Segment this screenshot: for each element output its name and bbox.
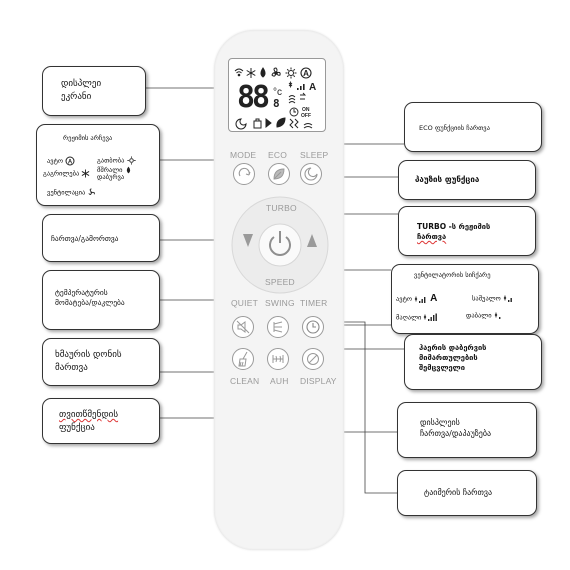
- callout-timer-label: ტაიმერის ჩართვა: [424, 488, 493, 497]
- broom-icon: [238, 351, 248, 367]
- temp-down-icon[interactable]: [243, 234, 253, 247]
- callout-turbo-line1: TURBO -ს რეჟიმის: [417, 222, 491, 231]
- fan-auto-bars-icon: [414, 296, 426, 303]
- display-off-icon: [307, 353, 319, 365]
- callout-display-toggle-line2: ჩართვა/დაპაუზება: [420, 429, 492, 439]
- callout-air-flow: ჰაერის დაბერვის მიმართულების შემცვლელი: [404, 334, 542, 390]
- swing-button[interactable]: [267, 316, 289, 338]
- lcd-screen: A 88 °c 8 A ON OFF: [228, 58, 326, 132]
- auh-label: AUH: [270, 376, 289, 386]
- swing-label: SWING: [265, 298, 295, 308]
- callout-mode-selection: რეჟიმის არჩევა ავტო A გათბობა გაგრილება …: [36, 124, 160, 206]
- callout-display-toggle: დისპლეის ჩართვა/დაპაუზება: [397, 402, 537, 458]
- turbo-label[interactable]: TURBO: [266, 203, 297, 213]
- callout-self-clean-line1: თვითწმენდის: [59, 410, 119, 420]
- eco-button[interactable]: [268, 163, 290, 185]
- callout-quiet-line2: მართვა: [55, 362, 88, 373]
- callout-display-toggle-line1: დისპლეის: [420, 418, 460, 427]
- callout-eco-label: ECO ფუნქციის ჩართვა: [419, 124, 490, 132]
- fan-speed-medium-label: საშუალო: [472, 294, 501, 303]
- dpad[interactable]: [229, 196, 331, 296]
- swing-icon: [273, 321, 283, 333]
- auto-mode-icon: A: [65, 156, 75, 166]
- callout-display-screen-line2: ეკრანი: [61, 91, 92, 102]
- mode-dry-label: მშრალი: [97, 166, 123, 174]
- lcd-unit: °c: [273, 87, 282, 98]
- leaf-icon: [273, 168, 285, 180]
- timer-label: TIMER: [300, 298, 328, 308]
- callout-temp-adjust-line2: მომატება/დაკლება: [55, 298, 125, 308]
- mute-speaker-icon: [236, 320, 250, 334]
- sun-icon: [126, 156, 136, 165]
- callout-on-off-label: ჩართვა/გამორთვა: [51, 234, 119, 243]
- heater-icon: [272, 355, 284, 363]
- auh-button[interactable]: [267, 348, 289, 370]
- fan-low-bars-icon: [494, 312, 501, 319]
- callout-display-screen-line1: დისპლეი: [61, 79, 102, 89]
- mode-heating-label: გათბობა: [97, 156, 125, 165]
- quiet-button[interactable]: [232, 316, 254, 338]
- quiet-label: QUIET: [231, 298, 258, 308]
- mode-icon: [238, 167, 251, 177]
- lcd-auto-letter: A: [303, 69, 309, 78]
- speed-label[interactable]: SPEED: [265, 277, 295, 287]
- clock-icon: [306, 320, 320, 334]
- callout-turbo-line2: ჩართვა: [417, 232, 447, 242]
- sleep-button[interactable]: [300, 163, 322, 185]
- callout-turbo: TURBO -ს რეჟიმის ჩართვა: [398, 206, 536, 256]
- temp-up-icon[interactable]: [307, 234, 317, 247]
- fan-speed-auto-letter: A: [430, 293, 438, 304]
- moon-icon: [304, 167, 318, 181]
- mode-fan-label: ვენტილაცია: [47, 188, 86, 197]
- fan-speed-high-label: მაღალი: [396, 313, 422, 322]
- callout-eco: ECO ფუნქციის ჩართვა: [404, 102, 542, 152]
- fan-speed-auto-label: ავტო: [396, 295, 412, 303]
- callout-pause: პაუზის ფუნქცია: [398, 160, 536, 200]
- mode-selection-title: რეჟიმის არჩევა: [63, 134, 113, 142]
- droplet-icon: [126, 166, 130, 174]
- mode-label: MODE: [230, 150, 257, 160]
- mode-button[interactable]: [233, 163, 255, 185]
- eco-label: ECO: [268, 150, 288, 160]
- callout-display-screen: დისპლეი ეკრანი: [42, 66, 146, 116]
- callout-temp-adjust: ტემპერატურის მომატება/დაკლება: [42, 270, 160, 330]
- mode-auto-label: ავტო: [47, 157, 63, 165]
- lcd-on-label: ON: [302, 107, 310, 113]
- callout-air-flow-line1: ჰაერის დაბერვის: [419, 343, 487, 352]
- fan-medium-bars-icon: [503, 295, 512, 302]
- callout-fan-speed: ვენტილატორის სიჩქარე ავტო A საშუალო მაღა…: [391, 264, 539, 334]
- clean-button[interactable]: [232, 348, 254, 370]
- fan-speed-low-label: დაბალი: [466, 311, 492, 320]
- callout-pause-label: პაუზის ფუნქცია: [415, 175, 480, 184]
- callout-timer: ტაიმერის ჩართვა: [397, 470, 537, 516]
- callout-self-clean: თვითწმენდის ფუნქცია: [42, 398, 160, 444]
- display-label: DISPLAY: [300, 376, 337, 386]
- sleep-label: SLEEP: [300, 150, 329, 160]
- callout-quiet-line1: ხმაურის დონის: [55, 350, 122, 360]
- callout-self-clean-line2: ფუნქცია: [59, 422, 95, 433]
- callout-air-flow-line3: შემცვლელი: [419, 363, 465, 373]
- snowflake-icon: [82, 169, 90, 178]
- fan-speed-title: ვენტილატორის სიჩქარე: [414, 271, 491, 279]
- lcd-icons: A 88 °c 8 A ON OFF: [234, 67, 316, 130]
- power-icon[interactable]: [269, 231, 291, 256]
- fan-high-bars-icon: [424, 313, 438, 321]
- mode-dry-label-2: დაბურვა: [97, 173, 125, 182]
- display-button[interactable]: [302, 348, 324, 370]
- lcd-off-label: OFF: [301, 113, 311, 119]
- callout-on-off: ჩართვა/გამორთვა: [42, 214, 160, 262]
- lcd-fan-auto-letter: A: [309, 82, 316, 93]
- callout-air-flow-line2: მიმართულების: [419, 353, 478, 363]
- lcd-small-digit: 8: [273, 97, 280, 110]
- callout-temp-adjust-line1: ტემპერატურის: [55, 288, 108, 297]
- lcd-temperature: 88: [237, 80, 269, 115]
- svg-text:A: A: [68, 159, 73, 165]
- fan-icon: [88, 188, 96, 195]
- timer-button[interactable]: [302, 316, 324, 338]
- callout-quiet-level: ხმაურის დონის მართვა: [42, 338, 160, 386]
- clean-label: CLEAN: [230, 376, 260, 386]
- mode-cooling-label: გაგრილება: [43, 169, 80, 178]
